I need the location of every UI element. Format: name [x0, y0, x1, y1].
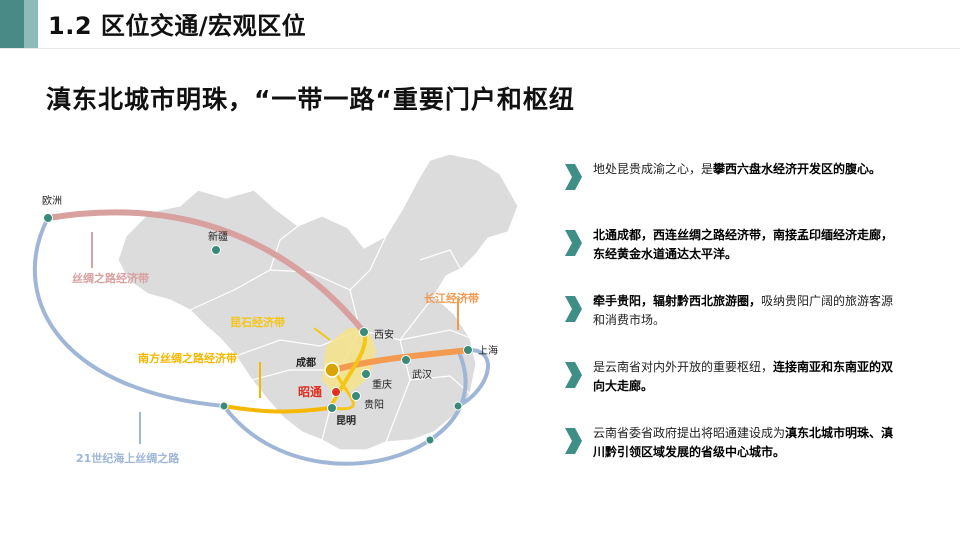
key-point-text: 云南省委省政府提出将昭通建设成为滇东北城市明珠、滇川黔引领区域发展的省级中心城市… [593, 426, 894, 459]
southern-silk-belt-route [223, 404, 331, 414]
title-accent-highlight [24, 0, 38, 48]
chevron-right-icon [565, 428, 582, 454]
chengdu-link-route [329, 369, 355, 411]
key-point-text: 牵手贵阳，辐射黔西北旅游圈，吸纳贵阳广阔的旅游客源和消费市场。 [593, 294, 894, 327]
chengdu-node [324, 362, 340, 378]
maritime-silk-label: 21世纪海上丝绸之路 [76, 451, 180, 465]
shanghai-node [463, 345, 473, 355]
chevron-right-icon [565, 164, 582, 190]
europe-node [43, 213, 53, 223]
xinjiang-node [211, 245, 221, 255]
maritime-silk-route [33, 217, 468, 466]
kunlun-belt-label: 昆石经济带 [230, 315, 285, 329]
key-point-1: 地处昆贵成渝之心，是攀西六盘水经济开发区的腹心。 [563, 160, 903, 226]
chengdu-label: 成都 [296, 356, 316, 369]
key-point-3: 牵手贵阳，辐射黔西北旅游圈，吸纳贵阳广阔的旅游客源和消费市场。 [563, 292, 903, 358]
xian-node [359, 327, 369, 337]
zhaotong-label: 昭通 [298, 384, 322, 399]
chevron-right-icon [565, 230, 582, 256]
maritime-silk-route-east [457, 348, 490, 408]
xian-label: 西安 [374, 328, 394, 341]
wuhan-label: 武汉 [412, 368, 432, 381]
title-accent-bar [0, 0, 38, 48]
key-point-5: 云南省委省政府提出将昭通建设成为滇东北城市明珠、滇川黔引领区域发展的省级中心城市… [563, 424, 903, 490]
province-borders [189, 225, 477, 443]
city-nodes [43, 213, 473, 445]
key-point-text: 地处昆贵成渝之心，是攀西六盘水经济开发区的腹心。 [593, 162, 882, 176]
key-point-text: 北通成都，西连丝绸之路经济带，南接孟印缅经济走廊，东经黄金水道通达太平洋。 [593, 228, 894, 261]
kunlun-belt-route [328, 331, 368, 409]
chongqing-label: 重庆 [372, 378, 392, 391]
sea-node-1 [219, 401, 229, 411]
southern-silk-belt-label: 南方丝绸之路经济带 [138, 351, 237, 365]
chevron-right-icon [565, 362, 582, 388]
xinjiang-label: 新疆 [208, 230, 228, 243]
key-point-4: 是云南省对内外开放的重要枢纽，连接南亚和东南亚的双向大走廊。 [563, 358, 903, 424]
kunming-label: 昆明 [336, 415, 356, 427]
zhaotong-node [331, 387, 341, 397]
key-point-2: 北通成都，西连丝绸之路经济带，南接孟印缅经济走廊，东经黄金水道通达太平洋。 [563, 226, 903, 292]
chevron-right-icon [565, 296, 582, 322]
guiyang-label: 贵阳 [364, 398, 384, 411]
silk-road-belt-route [45, 209, 367, 335]
label-connectors [91, 232, 459, 444]
section-title: 1.2 区位交通/宏观区位 [48, 12, 307, 40]
yangtze-belt-route [331, 347, 473, 373]
china-location-map: 欧洲 新疆 西安 上海 武汉 重庆 贵阳 昆明 成都 昭通 丝绸之路经济带 长江… [33, 153, 519, 466]
sea-node-3 [453, 401, 463, 411]
key-point-text: 是云南省对内外开放的重要枢纽，连接南亚和东南亚的双向大走廊。 [593, 360, 894, 393]
title-divider [0, 48, 960, 49]
key-points-list: 地处昆贵成渝之心，是攀西六盘水经济开发区的腹心。 北通成都，西连丝绸之路经济带，… [563, 160, 903, 490]
europe-label: 欧洲 [42, 195, 62, 207]
guiyang-node [351, 391, 361, 401]
chongqing-node [361, 369, 371, 379]
sea-node-2 [425, 435, 435, 445]
shanghai-label: 上海 [478, 344, 498, 357]
yangtze-belt-label: 长江经济带 [424, 291, 479, 305]
silk-road-belt-label: 丝绸之路经济带 [72, 271, 149, 285]
wuhan-node [401, 355, 411, 365]
kunming-node [327, 403, 337, 413]
route-labels: 丝绸之路经济带 长江经济带 昆石经济带 南方丝绸之路经济带 21世纪海上丝绸之路 [72, 271, 479, 465]
city-labels: 欧洲 新疆 西安 上海 武汉 重庆 贵阳 昆明 成都 昭通 [42, 195, 498, 427]
page-headline: 滇东北城市明珠，“一带一路“重要门户和枢纽 [46, 85, 575, 114]
